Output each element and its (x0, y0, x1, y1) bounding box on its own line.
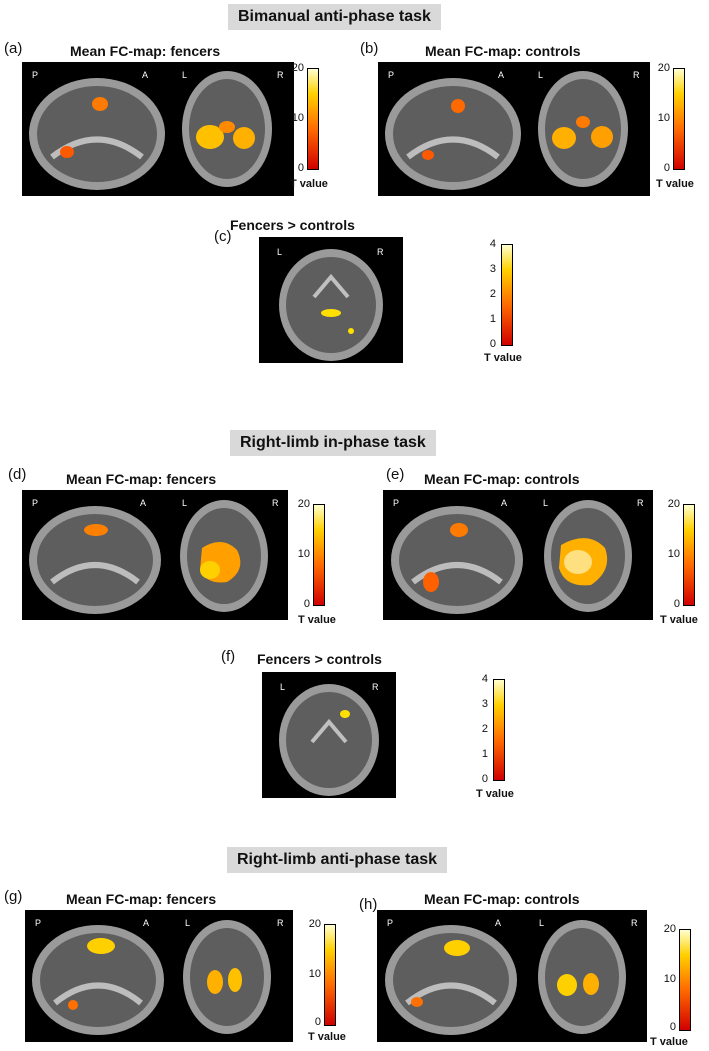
colorbar-a-tick-mid: 10 (291, 112, 304, 124)
panel-letter-a: (a) (4, 40, 23, 57)
colorbar-e-tick-mid: 10 (667, 548, 680, 560)
colorbar-d-tick-max: 20 (297, 498, 310, 510)
orient-label-b-1: P (388, 70, 394, 80)
colorbar-b (673, 68, 685, 170)
orient-label-d-4: R (272, 498, 279, 508)
orient-label-f-2: R (372, 682, 379, 692)
colorbar-c (501, 244, 513, 346)
colorbar-e-tick-min: 0 (673, 598, 680, 610)
orient-label-h-2: A (495, 918, 501, 928)
orient-label-f-1: L (280, 682, 285, 692)
brain-image-a: P A L R (22, 62, 294, 196)
colorbar-a-tick-min: 0 (297, 162, 304, 174)
orient-label-h-3: L (539, 918, 544, 928)
colorbar-g-tick-min: 0 (314, 1016, 321, 1028)
orient-label-e-4: R (637, 498, 644, 508)
brain-image-h: P A L R (377, 910, 647, 1042)
colorbar-c-tick-3: 3 (489, 263, 496, 275)
panel-letter-e: (e) (386, 466, 405, 483)
colorbar-h-tick-min: 0 (669, 1021, 676, 1033)
orient-label-d-2: A (140, 498, 146, 508)
colorbar-d-label: T value (298, 614, 336, 626)
orient-label-h-1: P (387, 918, 393, 928)
section-title-bimanual-anti-phase: Bimanual anti-phase task (228, 4, 441, 30)
panel-letter-d: (d) (8, 466, 27, 483)
brain-image-d: P A L R (22, 490, 288, 620)
colorbar-c-tick-4: 4 (489, 238, 496, 250)
colorbar-b-tick-min: 0 (663, 162, 670, 174)
orient-label-g-3: L (185, 918, 190, 928)
orient-label-c-1: L (277, 247, 282, 257)
colorbar-f-tick-3: 3 (481, 698, 488, 710)
orient-label-a-4: R (277, 70, 284, 80)
colorbar-h (679, 929, 691, 1031)
panel-title-a: Mean FC-map: fencers (70, 43, 221, 59)
colorbar-g-tick-max: 20 (308, 918, 321, 930)
panel-title-d: Mean FC-map: fencers (66, 471, 217, 487)
brain-image-b: P A L R (378, 62, 650, 196)
colorbar-c-tick-1: 1 (489, 313, 496, 325)
panel-title-g: Mean FC-map: fencers (66, 891, 217, 907)
panel-title-f: Fencers > controls (257, 651, 382, 667)
colorbar-a-tick-max: 20 (291, 62, 304, 74)
orient-label-h-4: R (631, 918, 638, 928)
orient-label-g-4: R (277, 918, 284, 928)
panel-letter-f: (f) (221, 648, 236, 665)
orient-label-d-3: L (182, 498, 187, 508)
colorbar-h-tick-max: 20 (663, 923, 676, 935)
colorbar-h-label: T value (650, 1036, 688, 1048)
orient-label-a-1: P (32, 70, 38, 80)
orient-label-d-1: P (32, 498, 38, 508)
colorbar-a (307, 68, 319, 170)
panel-letter-h: (h) (359, 896, 378, 913)
colorbar-e (683, 504, 695, 606)
colorbar-c-label: T value (484, 352, 522, 364)
colorbar-f-tick-2: 2 (481, 723, 488, 735)
colorbar-h-tick-mid: 10 (663, 973, 676, 985)
orient-label-b-4: R (633, 70, 640, 80)
colorbar-f-label: T value (476, 788, 514, 800)
colorbar-g-tick-mid: 10 (308, 968, 321, 980)
colorbar-d-tick-mid: 10 (297, 548, 310, 560)
colorbar-b-label: T value (656, 178, 694, 190)
brain-image-g: P A L R (25, 910, 293, 1042)
colorbar-c-tick-2: 2 (489, 288, 496, 300)
orient-label-b-2: A (498, 70, 504, 80)
orient-label-c-2: R (377, 247, 384, 257)
orient-label-e-2: A (501, 498, 507, 508)
orient-label-a-2: A (142, 70, 148, 80)
colorbar-f-tick-4: 4 (481, 673, 488, 685)
brain-image-c: L R (259, 237, 403, 363)
brain-image-e: P A L R (383, 490, 653, 620)
colorbar-g (324, 924, 336, 1026)
colorbar-b-tick-max: 20 (657, 62, 670, 74)
brain-image-f: L R (262, 672, 396, 798)
orient-label-b-3: L (538, 70, 543, 80)
section-title-right-limb-in-phase: Right-limb in-phase task (230, 430, 436, 456)
colorbar-g-label: T value (308, 1031, 346, 1043)
colorbar-f (493, 679, 505, 781)
panel-title-c: Fencers > controls (230, 217, 355, 233)
colorbar-e-label: T value (660, 614, 698, 626)
orient-label-e-1: P (393, 498, 399, 508)
panel-title-h: Mean FC-map: controls (424, 891, 580, 907)
colorbar-b-tick-mid: 10 (657, 112, 670, 124)
colorbar-c-tick-0: 0 (489, 338, 496, 350)
colorbar-d-tick-min: 0 (303, 598, 310, 610)
orient-label-a-3: L (182, 70, 187, 80)
panel-letter-b: (b) (360, 40, 379, 57)
colorbar-f-tick-1: 1 (481, 748, 488, 760)
orient-label-g-1: P (35, 918, 41, 928)
colorbar-f-tick-0: 0 (481, 773, 488, 785)
panel-letter-c: (c) (214, 228, 232, 245)
colorbar-e-tick-max: 20 (667, 498, 680, 510)
colorbar-a-label: T value (290, 178, 328, 190)
colorbar-d (313, 504, 325, 606)
orient-label-g-2: A (143, 918, 149, 928)
panel-letter-g: (g) (4, 888, 23, 905)
panel-title-e: Mean FC-map: controls (424, 471, 580, 487)
section-title-right-limb-anti-phase: Right-limb anti-phase task (227, 847, 448, 873)
orient-label-e-3: L (543, 498, 548, 508)
panel-title-b: Mean FC-map: controls (425, 43, 581, 59)
